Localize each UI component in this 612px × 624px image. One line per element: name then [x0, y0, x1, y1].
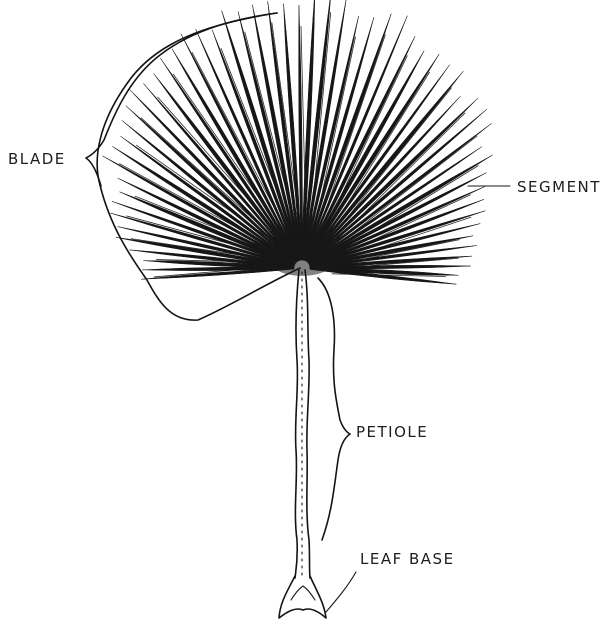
- leaf-segment: [120, 136, 295, 264]
- petiole-right-edge: [305, 270, 310, 578]
- petiole-left-edge: [295, 270, 299, 578]
- leaf-segment: [306, 65, 449, 262]
- petiole-label: PETIOLE: [356, 423, 428, 441]
- petiole-bracket: [318, 278, 350, 540]
- blade-label: BLADE: [8, 150, 66, 168]
- leaf-base-label: LEAF BASE: [360, 550, 455, 568]
- leaf-base-sheath: [279, 576, 326, 618]
- leaf-base-inner: [291, 586, 315, 600]
- segment-label: SEGMENT: [517, 178, 601, 196]
- leaf-segment: [305, 16, 408, 261]
- fan-core-shading: [268, 240, 336, 276]
- leaf-segments: [102, 0, 492, 284]
- leaf-base-pointer-line: [326, 572, 356, 612]
